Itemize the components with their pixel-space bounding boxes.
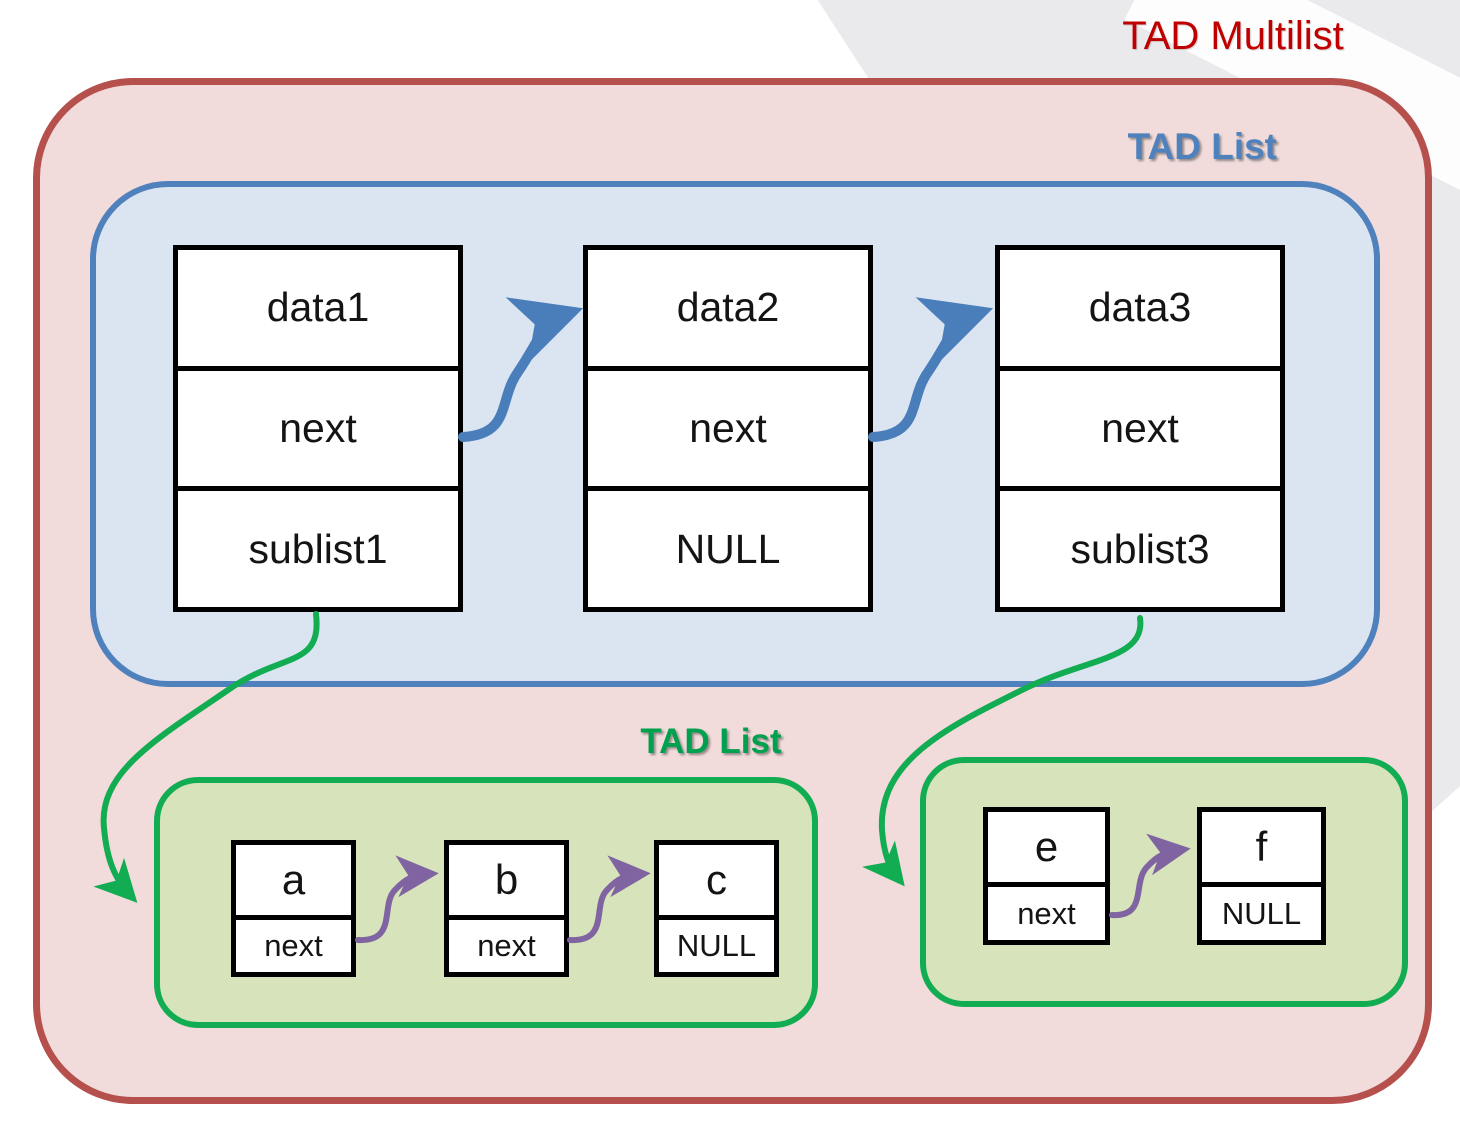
main-node-2-data-field: data2 bbox=[676, 284, 780, 331]
sublist-left-title: TAD List bbox=[640, 722, 782, 761]
sub-node-e-value: e bbox=[1034, 823, 1059, 871]
main-node-1-sublist-field: sublist1 bbox=[178, 486, 458, 607]
main-node-2: data2 next NULL bbox=[583, 245, 873, 612]
sub-node-a-value: a bbox=[281, 855, 306, 903]
main-node-2-sublist-field: NULL bbox=[588, 486, 868, 607]
main-node-1-next-field: next bbox=[178, 365, 458, 487]
sub-node-c-value: c bbox=[706, 855, 727, 903]
sub-node-a-pointer: next bbox=[236, 914, 351, 972]
main-node-1-data-field: data1 bbox=[266, 284, 370, 331]
sub-node-f: f NULL bbox=[1197, 807, 1326, 945]
sub-node-b: b next bbox=[444, 840, 569, 977]
tad-list-title: TAD List bbox=[1127, 126, 1277, 167]
sub-node-e: e next bbox=[983, 807, 1110, 945]
main-node-3: data3 next sublist3 bbox=[995, 245, 1285, 612]
main-node-3-next-field: next bbox=[1000, 365, 1280, 487]
sub-node-b-value: b bbox=[494, 855, 519, 903]
sub-node-b-pointer: next bbox=[449, 914, 564, 972]
sub-node-c-pointer: NULL bbox=[659, 914, 774, 972]
sub-node-e-pointer: next bbox=[988, 882, 1105, 940]
main-node-3-data-field: data3 bbox=[1088, 284, 1192, 331]
sub-node-a: a next bbox=[231, 840, 356, 977]
sub-node-f-value: f bbox=[1255, 823, 1268, 871]
main-node-3-sublist-field: sublist3 bbox=[1000, 486, 1280, 607]
main-node-1: data1 next sublist1 bbox=[173, 245, 463, 612]
sub-node-c: c NULL bbox=[654, 840, 779, 977]
tad-multilist-title: TAD Multilist bbox=[1122, 14, 1344, 58]
main-node-2-next-field: next bbox=[588, 365, 868, 487]
sub-node-f-pointer: NULL bbox=[1202, 882, 1321, 940]
